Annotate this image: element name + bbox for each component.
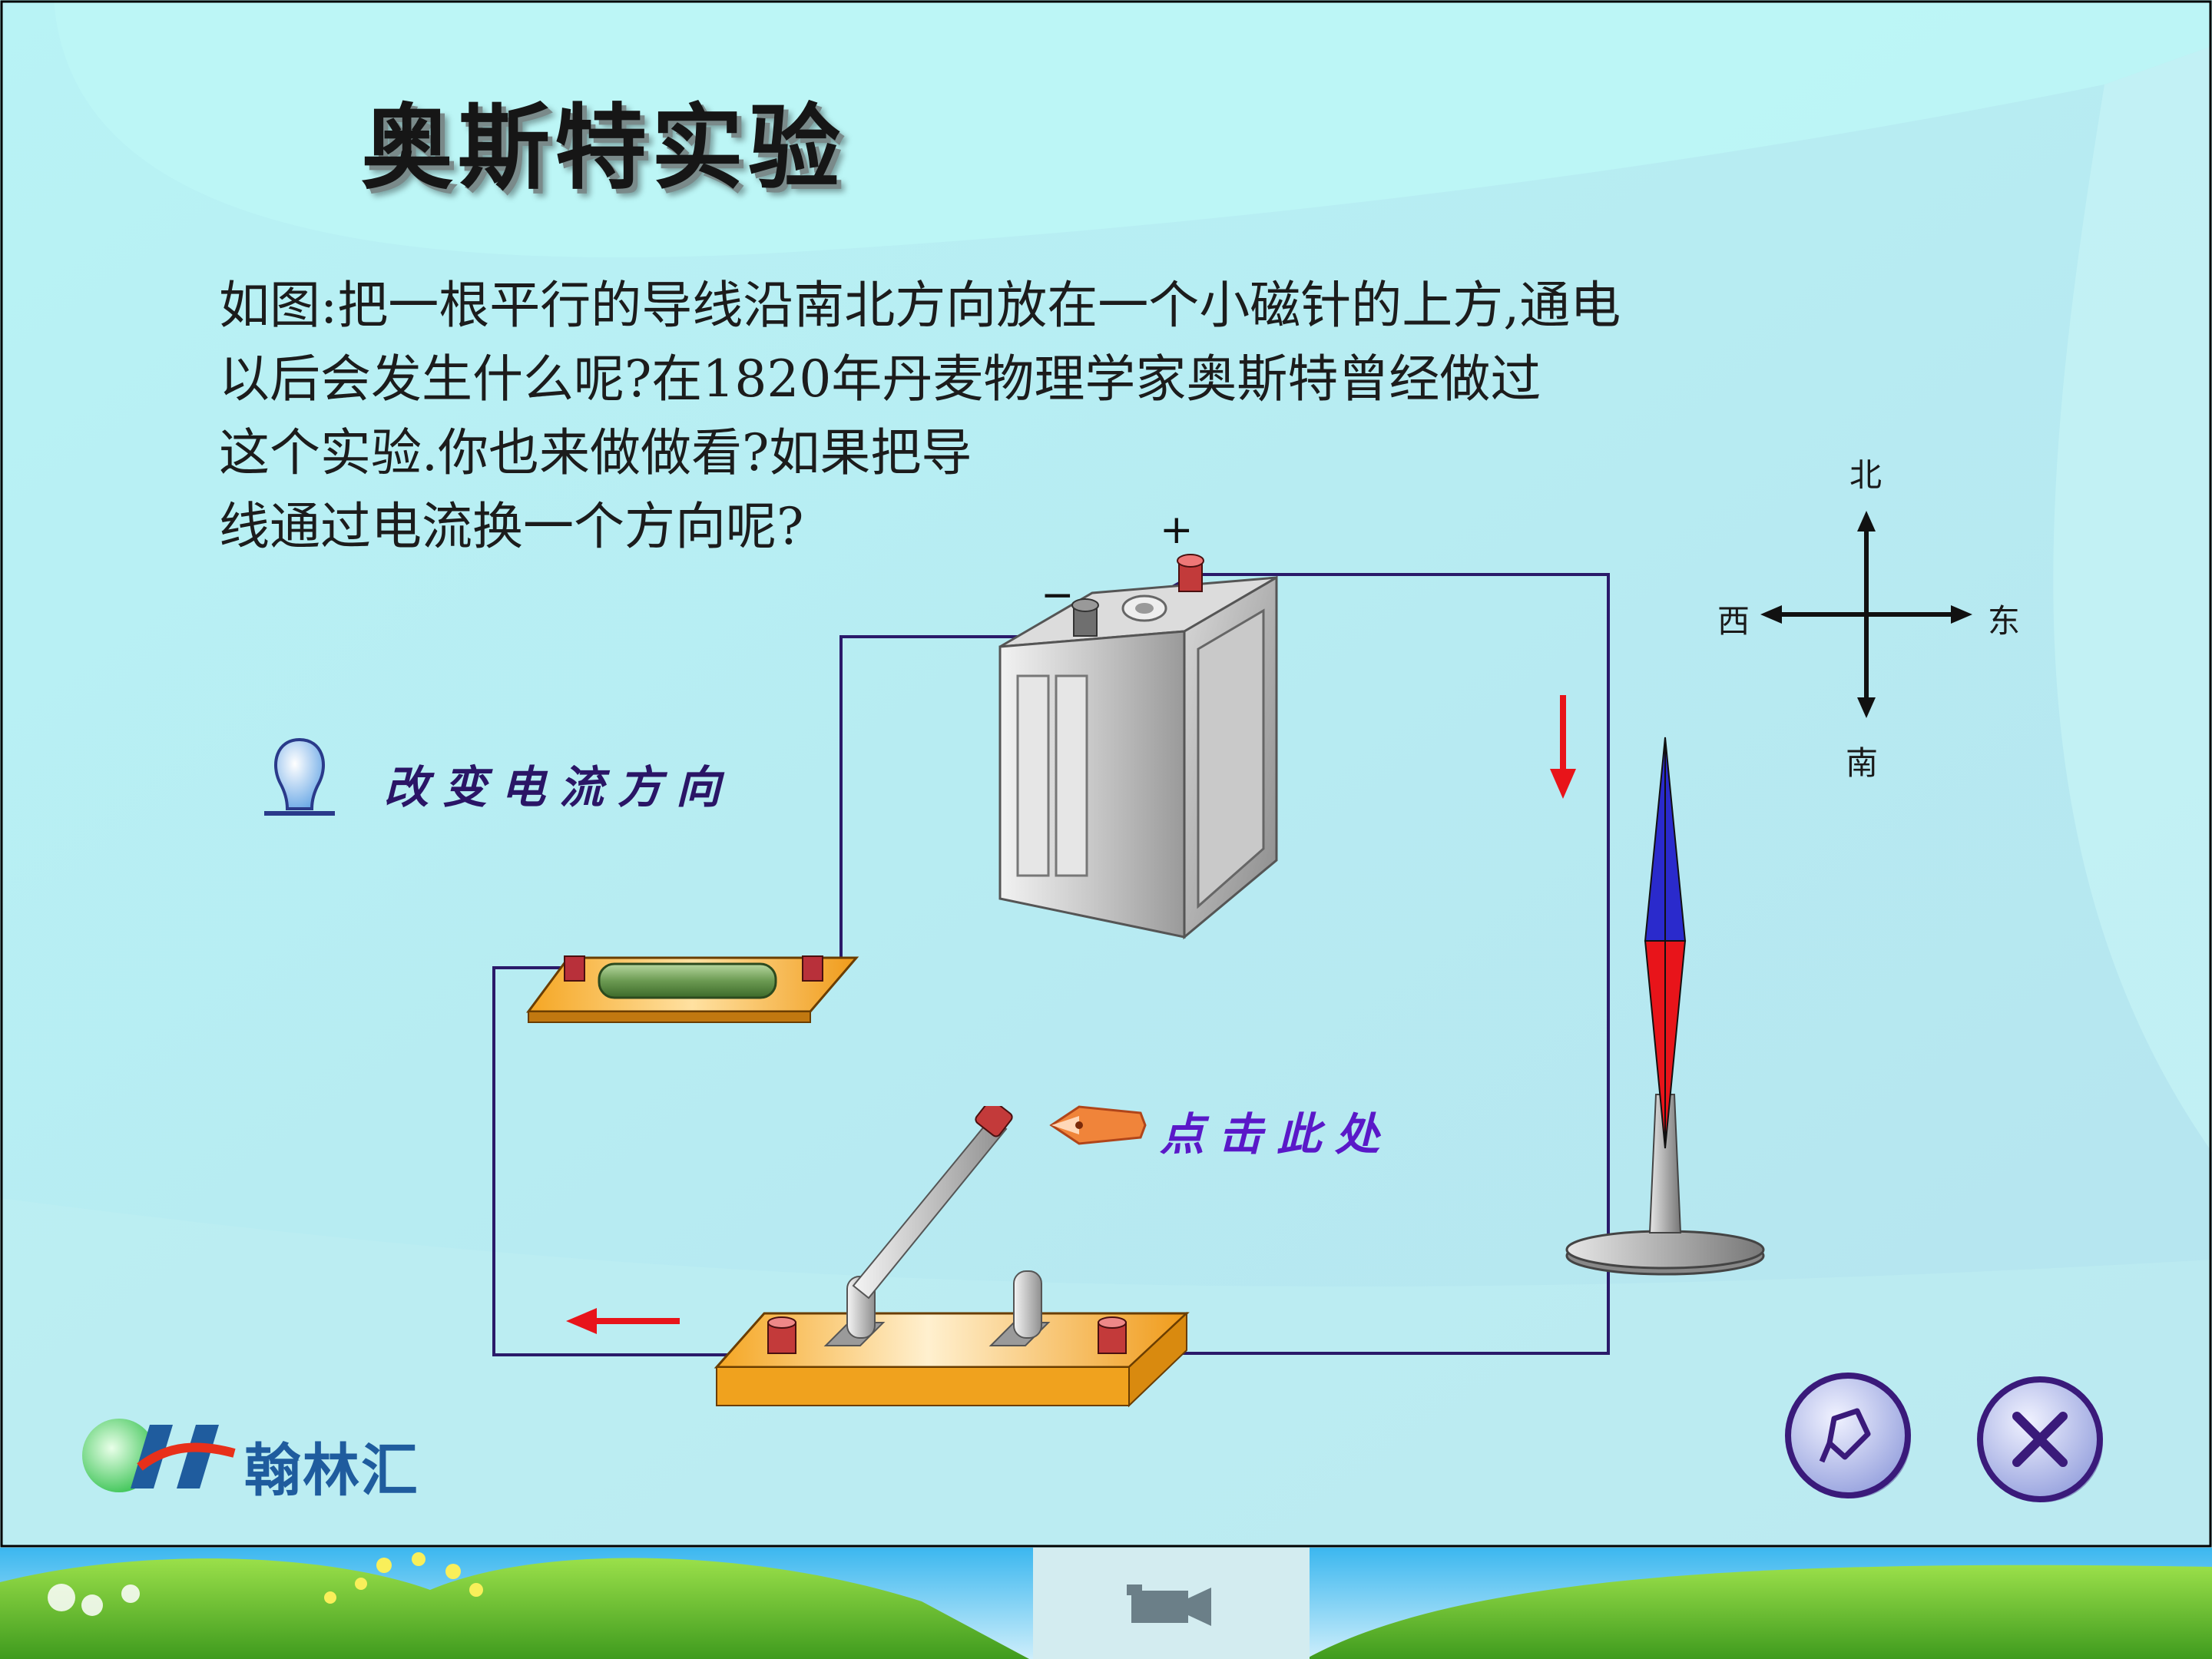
video-camera-icon[interactable] [1125,1578,1217,1632]
battery [998,554,1278,940]
lightbulb-icon[interactable] [261,733,338,818]
knife-switch[interactable] [710,1106,1202,1413]
description-line-1: 如图:把一根平行的导线沿南北方向放在一个小磁针的上方,通电 [219,276,1621,335]
change-current-direction-button[interactable]: 改变电流方向 [384,761,735,813]
current-arrow-left-icon [566,1308,680,1334]
compass-south-label: 南 [1846,744,1879,782]
pencil-button[interactable] [1782,1371,1920,1509]
close-button[interactable] [1974,1375,2112,1513]
description-line-2: 以后会发生什么呢?在1820年丹麦物理学家奥斯特曾经做过 [219,349,1541,409]
compass-east-label: 东 [1988,602,2021,640]
slide-title: 奥斯特实验 [361,94,845,202]
current-arrow-down-icon [1550,695,1576,799]
compass-north-label: 北 [1849,456,1883,494]
resistor-board [526,955,859,1023]
close-icon [2012,1412,2068,1467]
magnetic-needle [1565,737,1765,1276]
description-line-3: 这个实验.你也来做做看?如果把导 [219,423,972,482]
battery-positive-sign: + [1160,507,1194,553]
compass-west-label: 西 [1717,602,1750,640]
battery-negative-sign: − [1041,572,1075,618]
compass-cross-icon [1760,511,1972,718]
pencil-icon [1819,1408,1871,1463]
logo-text: 翰林汇 [244,1438,419,1504]
description-line-4: 线通过电流换一个方向呢? [219,497,804,556]
logo-mark-icon [82,1419,236,1492]
pen-pointer-icon [1049,1105,1147,1145]
click-here-button[interactable]: 点击此处 [1160,1108,1394,1161]
